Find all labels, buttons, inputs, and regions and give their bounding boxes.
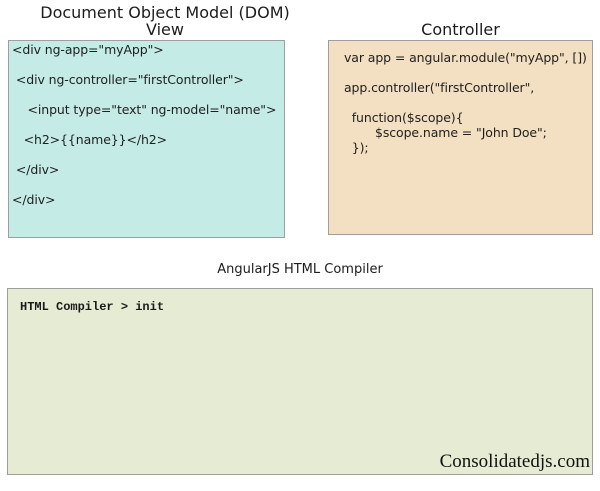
view-code: <div ng-app="myApp"> <div ng-controller=… [12, 42, 277, 207]
controller-code: var app = angular.module("myApp", []); a… [344, 50, 586, 155]
dom-title: Document Object Model (DOM) [40, 3, 290, 22]
compiler-title: AngularJS HTML Compiler [217, 262, 383, 277]
view-subtitle: View [146, 20, 184, 39]
watermark: Consolidatedjs.com [439, 451, 590, 472]
view-code-box: <div ng-app="myApp"> <div ng-controller=… [8, 40, 285, 238]
compiler-console-text: HTML Compiler > init [20, 300, 165, 314]
controller-title: Controller [421, 20, 500, 39]
controller-code-box: var app = angular.module("myApp", []); a… [328, 40, 593, 235]
compiler-output-box: HTML Compiler > init Consolidatedjs.com [7, 288, 593, 475]
